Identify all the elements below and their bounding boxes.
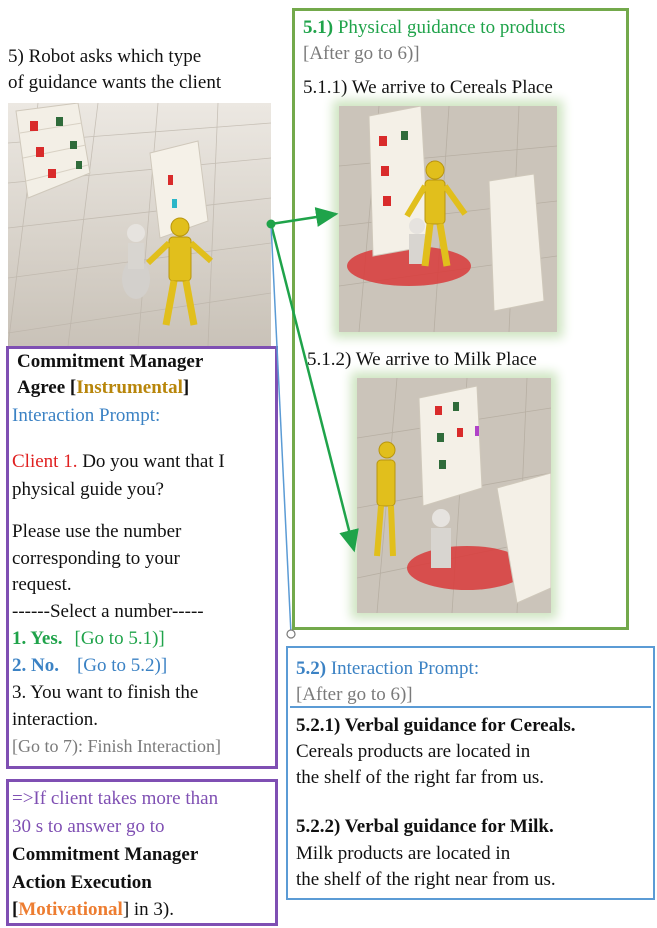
client-tag: Client 1.	[12, 451, 78, 472]
option-yes: 1. Yes. [Go to 5.1)]	[12, 627, 165, 650]
option-no-label: 2. No.	[12, 655, 59, 676]
option-no: 2. No. [Go to 5.2)]	[12, 654, 167, 677]
verbal-cereals-line-1: Cereals products are located in	[296, 741, 531, 762]
option-no-goto: [Go to 5.2)]	[76, 655, 168, 676]
shelf-front-milk	[496, 472, 551, 604]
physical-after: [After go to 6)]	[303, 43, 420, 64]
shelf-right	[149, 140, 209, 239]
timeout-line-1: =>If client takes more than	[12, 788, 219, 809]
connector-to-verbal	[270, 223, 292, 635]
scene-cereals-place	[339, 106, 557, 332]
motivational-open: [	[12, 899, 19, 920]
timeout-line-5: [Motivational] in 3).	[12, 898, 174, 921]
physical-title: 5.1) Physical guidance to products	[303, 16, 565, 39]
shelf-cereals	[368, 106, 435, 257]
shelf-milk	[418, 385, 483, 507]
step-title: 5) Robot asks which type of guidance wan…	[8, 44, 278, 96]
commitment-manager-box	[6, 346, 278, 769]
cereals-arrive-label: 5.1.1) We arrive to Cereals Place	[303, 77, 553, 98]
option-yes-goto: [Go to 5.1)]	[74, 628, 165, 649]
branch-node	[266, 219, 276, 229]
select-number: ------Select a number-----	[12, 601, 204, 622]
please-line-1: Please use the number	[12, 521, 182, 542]
physical-num: 5.1)	[303, 17, 334, 38]
option-finish-goto: [Go to 7): Finish Interaction]	[12, 736, 221, 756]
step-title-line-1: 5) Robot asks which type	[8, 46, 202, 67]
verbal-divider	[290, 706, 651, 708]
human-avatar	[145, 217, 214, 326]
step-title-line-2: of guidance wants the client	[8, 72, 222, 93]
physical-title-text: Physical guidance to products	[333, 17, 566, 38]
commitment-title: Commitment Manager	[17, 351, 204, 372]
scene-robot-asks	[8, 103, 271, 346]
robot-milk	[431, 509, 451, 568]
physical-guidance-box	[292, 8, 629, 630]
robot	[122, 224, 150, 299]
verbal-num: 5.2)	[296, 658, 327, 679]
scene-milk-place	[357, 378, 551, 613]
verbal-milk-line-1: Milk products are located in	[296, 843, 511, 864]
interaction-prompt-label: Interaction Prompt:	[12, 405, 161, 426]
question-text-1: Do you want that I	[77, 451, 225, 472]
agree-bracket: ]	[182, 377, 190, 398]
timeout-line-4: Action Execution	[12, 872, 152, 893]
robot-cereals	[409, 218, 425, 264]
option-finish-1: 3. You want to finish the	[12, 682, 199, 703]
human-milk	[374, 441, 396, 557]
shelf-left	[15, 103, 91, 199]
please-line-3: request.	[12, 574, 72, 595]
client-question-2: physical guide you?	[12, 479, 164, 500]
arrow-to-milk	[269, 223, 359, 553]
verbal-title: 5.2) Interaction Prompt:	[296, 657, 479, 680]
client-question-1: Client 1. Do you want that I	[12, 450, 225, 473]
verbal-node	[286, 629, 296, 639]
target-zone	[347, 246, 471, 286]
verbal-guidance-box	[286, 646, 655, 900]
timeout-note-box	[6, 779, 278, 926]
option-finish-2: interaction.	[12, 709, 98, 730]
agree-label: Agree [	[17, 377, 77, 398]
verbal-title-text: Interaction Prompt:	[326, 658, 480, 679]
arrow-to-cereals	[270, 207, 339, 227]
timeout-line-3: Commitment Manager	[12, 844, 199, 865]
human-cereals	[404, 160, 468, 267]
verbal-milk-title: 5.2.2) Verbal guidance for Milk.	[296, 816, 554, 837]
commitment-agree: Agree [Instrumental]	[17, 376, 189, 399]
verbal-milk-line-2: the shelf of the right near from us.	[296, 869, 556, 890]
verbal-after: [After go to 6)]	[296, 684, 413, 705]
shelf-right-cereals	[488, 173, 545, 312]
motivational-tag: Motivational	[18, 899, 123, 920]
timeout-line-2: 30 s to answer go to	[12, 816, 165, 837]
milk-arrive-label: 5.1.2) We arrive to Milk Place	[307, 349, 537, 370]
please-line-2: corresponding to your	[12, 548, 180, 569]
motivational-end: ] in 3).	[122, 899, 175, 920]
option-yes-label: 1. Yes.	[12, 628, 63, 649]
instrumental-tag: Instrumental	[76, 377, 183, 398]
verbal-cereals-title: 5.2.1) Verbal guidance for Cereals.	[296, 715, 576, 736]
verbal-cereals-line-2: the shelf of the right far from us.	[296, 767, 544, 788]
